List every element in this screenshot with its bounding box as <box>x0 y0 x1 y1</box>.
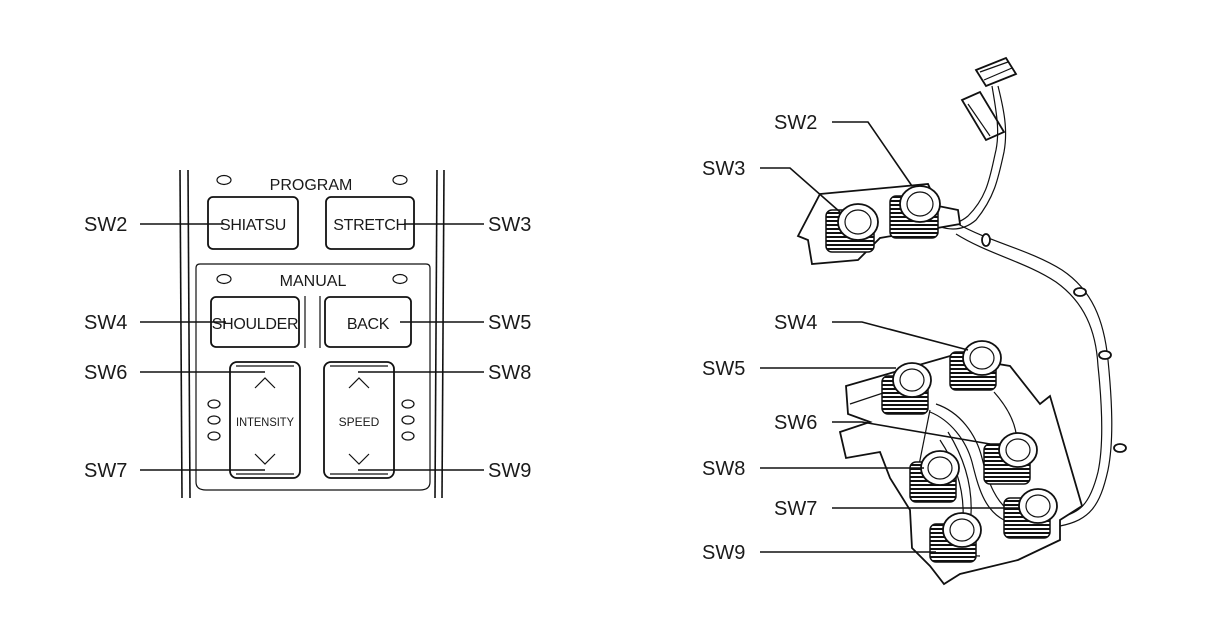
back-key[interactable]: BACK <box>324 296 412 348</box>
program-indicator-right <box>392 174 408 186</box>
speed-down-icon <box>348 453 370 465</box>
switch-sw9 <box>929 512 982 563</box>
assembly-callout-sw8: SW8 <box>702 458 745 480</box>
remote-callout-sw4: SW4 <box>84 312 127 334</box>
remote-callout-sw8: SW8 <box>488 362 531 384</box>
switch-sw5 <box>881 362 932 415</box>
stretch-label: STRETCH <box>333 217 406 234</box>
intensity-level-indicators <box>207 399 221 441</box>
speed-up-icon <box>348 377 370 389</box>
stretch-key[interactable]: STRETCH <box>325 196 415 250</box>
intensity-key[interactable]: INTENSITY <box>229 361 301 479</box>
speed-key[interactable]: SPEED <box>323 361 395 479</box>
remote-callout-sw9: SW9 <box>488 460 531 482</box>
assembly-callout-sw3: SW3 <box>702 158 745 180</box>
remote-callout-sw7: SW7 <box>84 460 127 482</box>
switch-sw2 <box>889 185 941 239</box>
shiatsu-label: SHIATSU <box>220 217 286 234</box>
manual-indicator-left <box>216 273 232 285</box>
assembly-callout-sw9: SW9 <box>702 542 745 564</box>
assembly-callout-sw5: SW5 <box>702 358 745 380</box>
back-label: BACK <box>347 316 390 333</box>
switch-sw3 <box>825 203 879 253</box>
speed-label: SPEED <box>339 415 380 429</box>
speed-level-indicators <box>401 399 415 441</box>
switch-assembly: SW2 SW3 SW4 SW5 SW6 SW8 SW7 SW9 <box>702 56 1127 586</box>
assembly-callout-sw4: SW4 <box>774 312 817 334</box>
switch-sw7 <box>1003 488 1058 539</box>
assembly-callout-sw7: SW7 <box>774 498 817 520</box>
shiatsu-key[interactable]: SHIATSU <box>207 196 299 250</box>
remote-callout-sw5: SW5 <box>488 312 531 334</box>
remote-panel: PROGRAM SHIATSU STRETCH MANUAL SHOULDER … <box>84 169 531 499</box>
remote-callout-sw6: SW6 <box>84 362 127 384</box>
switch-sw8 <box>909 450 960 503</box>
switch-sw6 <box>983 432 1038 485</box>
remote-callout-sw3: SW3 <box>488 214 531 236</box>
shoulder-key[interactable]: SHOULDER <box>210 296 300 348</box>
intensity-down-icon <box>254 453 276 465</box>
intensity-up-icon <box>254 377 276 389</box>
program-header: PROGRAM <box>270 177 353 194</box>
intensity-label: INTENSITY <box>236 415 294 429</box>
remote-callout-sw2: SW2 <box>84 214 127 236</box>
assembly-callout-sw6: SW6 <box>774 412 817 434</box>
program-indicator-left <box>216 174 232 186</box>
switch-sw4 <box>949 340 1002 391</box>
manual-indicator-right <box>392 273 408 285</box>
assembly-callout-sw2: SW2 <box>774 112 817 134</box>
shoulder-label: SHOULDER <box>212 316 299 333</box>
connector-icon <box>960 56 1018 142</box>
manual-header: MANUAL <box>280 273 347 290</box>
